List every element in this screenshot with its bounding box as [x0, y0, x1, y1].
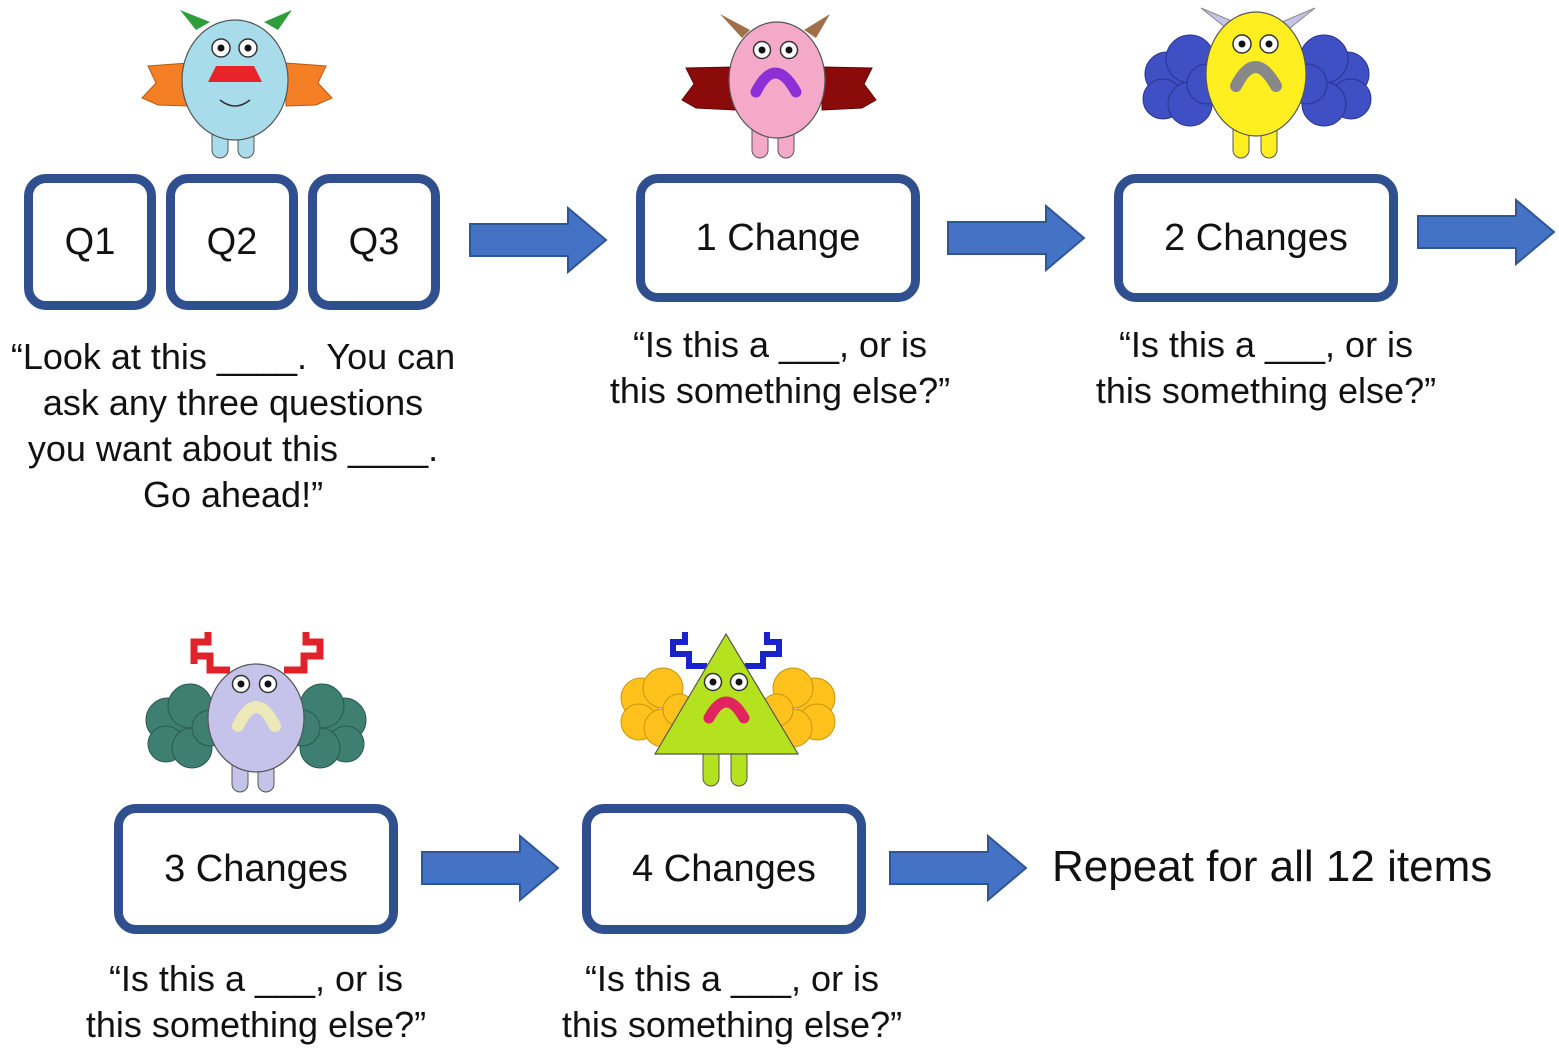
q3-box: Q3 [308, 174, 440, 310]
caption-line: “Look at this ____. You can [10, 336, 456, 377]
arrow-right-icon [1417, 198, 1556, 266]
step4-caption: “Is this a ___, or is this something els… [36, 956, 476, 1048]
q2-box: Q2 [166, 174, 298, 310]
step1-caption: “Look at this ____. You can ask any thre… [0, 334, 466, 518]
caption-line: “Is this a ___, or is [108, 958, 404, 999]
caption-line: this something else?” [561, 1004, 903, 1045]
repeat-instruction: Repeat for all 12 items [1052, 842, 1493, 891]
two-changes-box: 2 Changes [1114, 174, 1398, 302]
monster-green-triangle [620, 632, 836, 787]
caption-line: this something else?” [609, 370, 951, 411]
one-change-label: 1 Change [695, 216, 861, 259]
monster-yellow [1142, 7, 1372, 159]
step5-caption: “Is this a ___, or is this something els… [512, 956, 952, 1048]
caption-line: this something else?” [85, 1004, 427, 1045]
q2-label: Q2 [206, 220, 258, 263]
caption-line: Go ahead!” [142, 474, 324, 515]
caption-line: ask any three questions [42, 382, 424, 423]
caption-line: you want about this ____. [27, 428, 439, 469]
q1-box: Q1 [24, 174, 156, 310]
four-changes-box: 4 Changes [582, 804, 866, 934]
step2-caption: “Is this a ___, or is this something els… [560, 322, 1000, 414]
monster-lavender [145, 632, 367, 793]
three-changes-box: 3 Changes [114, 804, 398, 934]
q3-label: Q3 [348, 220, 400, 263]
one-change-box: 1 Change [636, 174, 920, 302]
monster-light-blue [141, 10, 333, 159]
arrow-right-icon [947, 204, 1086, 272]
q1-label: Q1 [64, 220, 116, 263]
caption-line: “Is this a ___, or is [584, 958, 880, 999]
step3-caption: “Is this a ___, or is this something els… [1046, 322, 1486, 414]
caption-line: “Is this a ___, or is [632, 324, 928, 365]
two-changes-label: 2 Changes [1164, 216, 1348, 259]
monster-pink [681, 14, 877, 159]
arrow-right-icon [421, 834, 560, 902]
three-changes-label: 3 Changes [164, 847, 348, 890]
four-changes-label: 4 Changes [632, 847, 816, 890]
arrow-right-icon [469, 206, 608, 274]
caption-line: “Is this a ___, or is [1118, 324, 1414, 365]
arrow-right-icon [889, 834, 1028, 902]
caption-line: this something else?” [1095, 370, 1437, 411]
